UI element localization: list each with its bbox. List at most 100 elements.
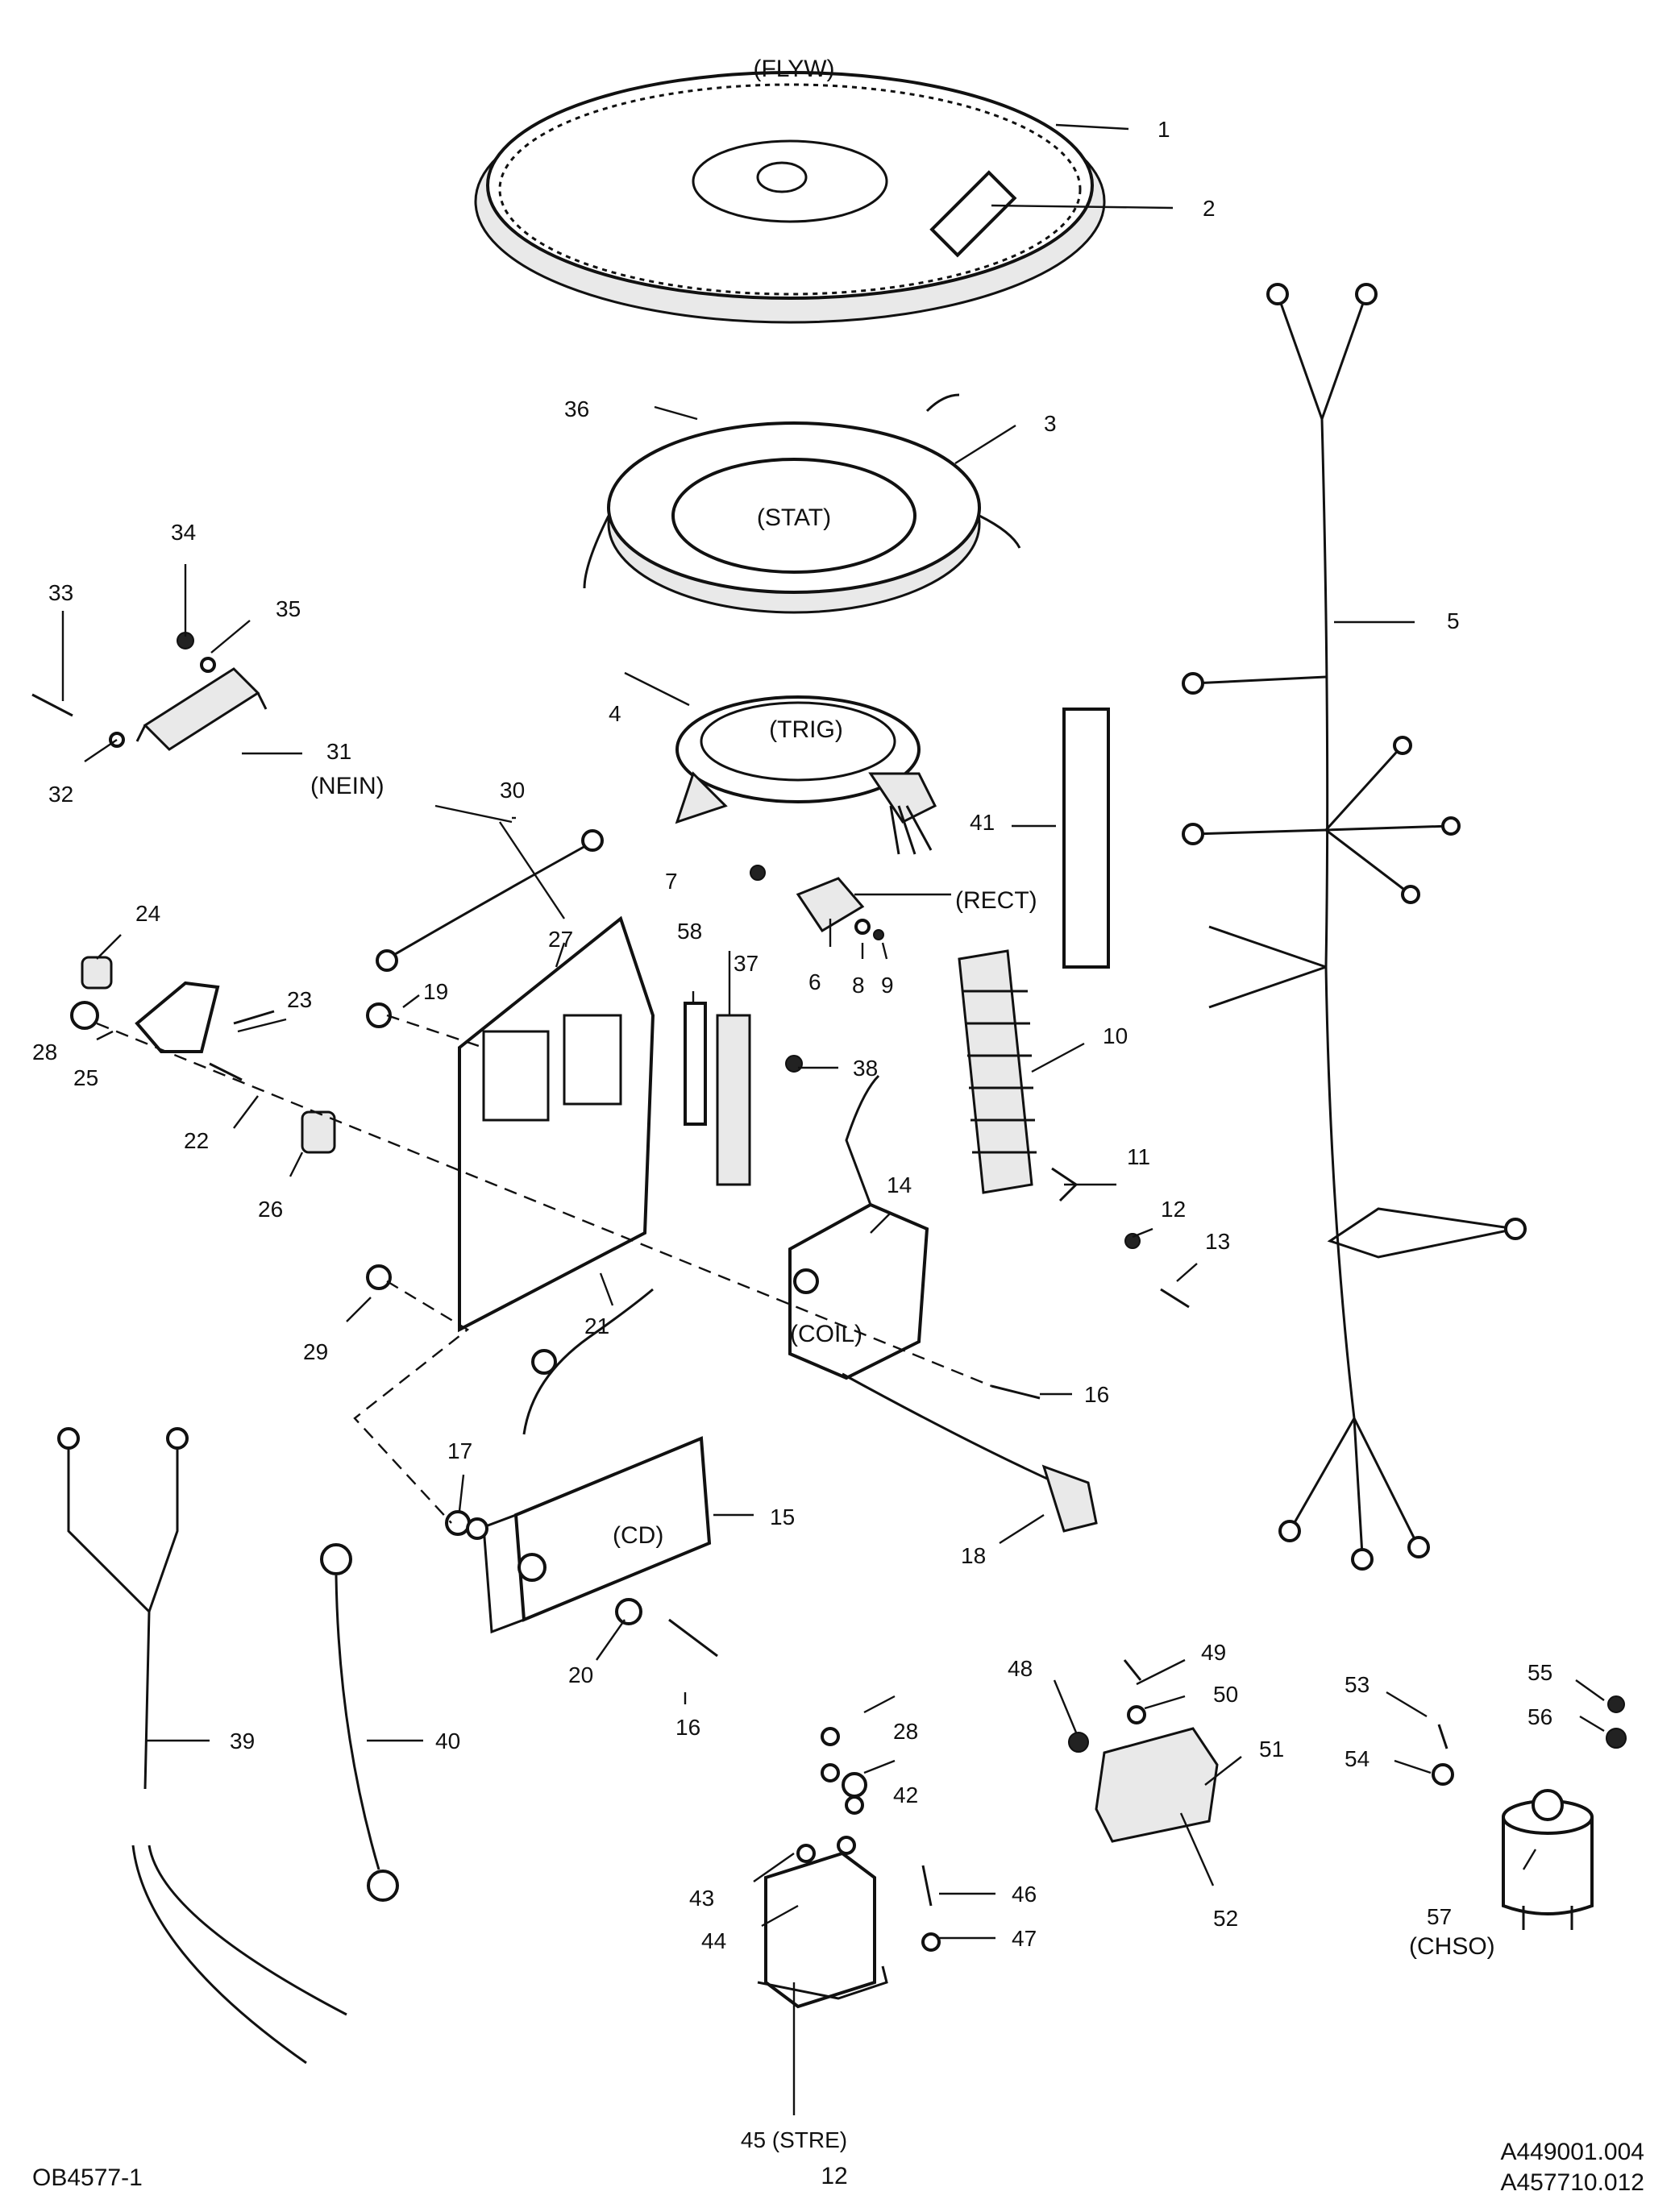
callout-57: 57 — [1427, 1904, 1452, 1929]
stator — [583, 393, 1021, 614]
callout-54: 54 — [1345, 1746, 1370, 1771]
callout-46: 46 — [1012, 1882, 1037, 1907]
callout-30: 30 — [500, 778, 525, 803]
callout-52: 52 — [1213, 1906, 1238, 1931]
leader-lines — [61, 123, 1605, 2115]
terminal-block-small — [684, 1002, 803, 1186]
callout-10: 10 — [1103, 1023, 1128, 1048]
label-chso: (CHSO) — [1409, 1933, 1495, 1960]
label-trig: (TRIG) — [769, 716, 843, 743]
callout-29: 29 — [303, 1339, 328, 1364]
coil-bolt — [991, 1384, 1041, 1400]
callout-58: 58 — [677, 919, 702, 944]
callout-14: 14 — [887, 1172, 912, 1197]
rectifier — [750, 865, 884, 940]
flywheel — [474, 71, 1106, 324]
callout-44: 44 — [701, 1928, 726, 1953]
ground-cable — [320, 1543, 399, 1902]
callout-9: 9 — [881, 973, 894, 998]
callout-35: 35 — [276, 596, 301, 621]
callout-39: 39 — [230, 1729, 255, 1753]
callout-7: 7 — [665, 869, 678, 894]
starter-solenoid — [757, 1727, 941, 2009]
callout-47: 47 — [1012, 1926, 1037, 1951]
callout-56: 56 — [1527, 1704, 1552, 1729]
reference-code-2: A457710.012 — [1500, 2169, 1644, 2196]
callout-17: 17 — [447, 1438, 472, 1463]
callout-28a: 28 — [32, 1040, 57, 1064]
callout-15: 15 — [770, 1504, 795, 1529]
callout-19: 19 — [423, 979, 448, 1004]
callout-28b: 28 — [893, 1719, 918, 1744]
ignition-coil — [788, 1074, 1098, 1533]
page-number: 12 — [821, 2163, 847, 2189]
callout-6: 6 — [808, 969, 821, 994]
callout-23: 23 — [287, 987, 312, 1012]
footer-left-code: OB4577-1 — [32, 2164, 143, 2191]
alignment-line-2 — [386, 1014, 484, 1049]
callout-21: 21 — [584, 1314, 609, 1338]
callout-37: 37 — [734, 951, 759, 976]
battery-cable-y — [57, 1427, 347, 2065]
callout-45: 45 (STRE) — [741, 2127, 847, 2152]
callout-31: 31 — [326, 739, 351, 764]
label-coil: (COIL) — [790, 1321, 862, 1347]
trigger — [675, 695, 937, 855]
callout-34: 34 — [171, 520, 196, 545]
callout-36: 36 — [564, 396, 589, 421]
cd-module — [482, 1288, 712, 1634]
label-flyw: (FLYW) — [753, 56, 834, 82]
callout-24: 24 — [135, 901, 160, 926]
callout-22: 22 — [184, 1128, 209, 1153]
decal — [1062, 708, 1110, 969]
reference-code-1: A449001.004 — [1500, 2139, 1644, 2165]
callout-49: 49 — [1201, 1640, 1226, 1665]
callout-53: 53 — [1345, 1672, 1370, 1697]
callout-55: 55 — [1527, 1660, 1552, 1685]
callout-13: 13 — [1205, 1229, 1230, 1254]
cd-bolt — [668, 1618, 718, 1658]
label-rect: (RECT) — [955, 887, 1037, 914]
callout-38: 38 — [853, 1056, 878, 1081]
callout-5: 5 — [1447, 608, 1460, 633]
callout-40: 40 — [435, 1729, 460, 1753]
alignment-line-1 — [96, 1022, 992, 1388]
callout-33: 33 — [48, 580, 73, 605]
callout-20: 20 — [568, 1662, 593, 1687]
callout-8: 8 — [852, 973, 865, 998]
callout-41: 41 — [970, 810, 995, 835]
callout-12: 12 — [1161, 1197, 1186, 1222]
ground-strap — [376, 829, 604, 972]
mounting-plate — [366, 915, 655, 1333]
label-cd: (CD) — [613, 1522, 663, 1549]
callout-50: 50 — [1213, 1682, 1238, 1707]
label-nein: (NEIN) — [310, 773, 384, 799]
choke-solenoid — [1432, 1695, 1627, 1930]
neutral-interlock — [31, 632, 268, 751]
callout-48: 48 — [1008, 1656, 1033, 1681]
callout-51: 51 — [1259, 1737, 1284, 1762]
callout-32: 32 — [48, 782, 73, 807]
terminal-block-large — [958, 949, 1037, 1194]
callout-11: 11 — [1127, 1144, 1150, 1169]
label-stat: (STAT) — [757, 504, 831, 531]
callout-1: 1 — [1158, 117, 1170, 142]
alignment-line-3 — [353, 1280, 470, 1524]
callout-4: 4 — [609, 701, 621, 726]
washer — [615, 1598, 642, 1625]
grommet — [445, 1510, 471, 1536]
callout-numbers: 1 2 3 4 5 6 7 8 9 10 11 12 13 14 15 16 1… — [32, 117, 1552, 2152]
callout-16a: 16 — [1084, 1382, 1109, 1407]
grommet-2 — [466, 1517, 488, 1540]
clip-hardware — [1051, 1167, 1190, 1309]
callout-25: 25 — [73, 1065, 98, 1090]
callout-2: 2 — [1203, 196, 1216, 221]
main-harness — [1182, 283, 1527, 1571]
callout-18: 18 — [961, 1543, 986, 1568]
callout-3: 3 — [1044, 411, 1057, 436]
callout-16b: 16 — [675, 1715, 700, 1740]
callout-43: 43 — [689, 1886, 714, 1911]
callout-42: 42 — [893, 1782, 918, 1807]
voltage-regulator — [1068, 1659, 1219, 1843]
